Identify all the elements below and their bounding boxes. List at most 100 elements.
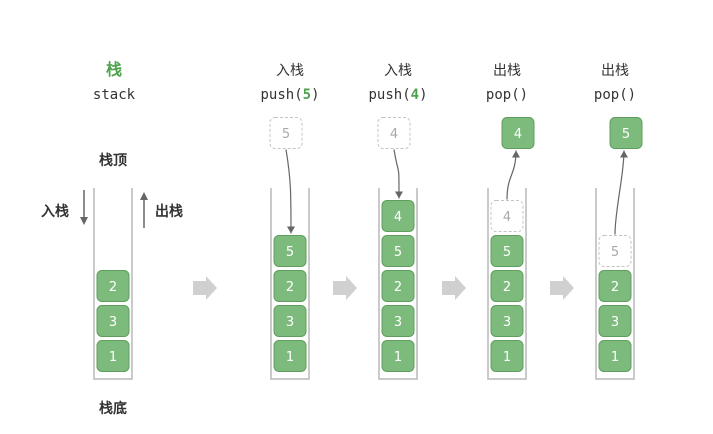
stack-bottom-label: 栈底 bbox=[99, 400, 127, 417]
step-4-item-2-box bbox=[598, 270, 632, 302]
step-4-item-3-value: 3 bbox=[611, 315, 619, 330]
step-1-item-5-box bbox=[273, 235, 307, 267]
step-2-item-1-value: 1 bbox=[394, 350, 402, 365]
step-2-item-3-value: 3 bbox=[394, 315, 402, 330]
step-1-floating-item-box bbox=[269, 117, 303, 149]
step-2-item-1-box bbox=[381, 340, 415, 372]
step-2-floating-item-value: 4 bbox=[390, 127, 398, 142]
step-4-item-1-box bbox=[598, 340, 632, 372]
step-1-item-3: 3 bbox=[273, 305, 307, 337]
call-suffix: ) bbox=[311, 87, 319, 103]
call-prefix: pop( bbox=[486, 87, 520, 103]
step-4-vacated-slot-box bbox=[598, 235, 632, 267]
step-4-pop-arrow-icon bbox=[614, 150, 628, 235]
push-direction-arrow-icon bbox=[80, 190, 88, 225]
call-suffix: ) bbox=[419, 87, 427, 103]
step-2-floating-item-box bbox=[377, 117, 411, 149]
step-4-vacated-slot-value: 5 bbox=[611, 245, 619, 260]
step-3-item-3-box bbox=[490, 305, 524, 337]
step-3: 出栈 pop() 5 2 3 1 4 4 bbox=[486, 63, 535, 380]
step-4-floating-item-box bbox=[609, 117, 643, 149]
call-prefix: push( bbox=[260, 87, 302, 103]
step-4-op-title: 出栈 bbox=[601, 63, 629, 79]
step-2-item-2-value: 2 bbox=[394, 280, 402, 295]
flow-arrow-icon-3 bbox=[442, 276, 466, 300]
operation-steps: 入栈push(5)52315入栈push(4)452314出栈pop()5231… bbox=[260, 63, 643, 380]
step-4-floating-item-value: 5 bbox=[622, 127, 630, 142]
legend-stack-item-2: 2 bbox=[96, 270, 130, 302]
step-4-item-2-value: 2 bbox=[611, 280, 619, 295]
step-1-item-3-box bbox=[273, 305, 307, 337]
step-3-vacated-slot: 4 bbox=[490, 200, 524, 232]
step-2-item-1: 1 bbox=[381, 340, 415, 372]
legend-stack-item-1-value: 1 bbox=[109, 350, 117, 365]
step-3-stack-walls bbox=[487, 188, 527, 380]
step-2-item-4-box bbox=[381, 200, 415, 232]
step-2-item-3: 3 bbox=[381, 305, 415, 337]
step-1-item-2: 2 bbox=[273, 270, 307, 302]
pop-label: 出栈 bbox=[155, 203, 183, 220]
step-3-item-5-value: 5 bbox=[503, 245, 511, 260]
flow-arrow-icon-4 bbox=[550, 276, 574, 300]
legend: 栈 stack 栈顶 栈底 入栈 出栈 231 bbox=[41, 60, 183, 417]
legend-stack-container: 2 3 1 bbox=[93, 188, 133, 380]
step-2-item-5-value: 5 bbox=[394, 245, 402, 260]
step-3-vacated-slot-box bbox=[490, 200, 524, 232]
flow-arrows bbox=[193, 276, 574, 300]
step-4-item-3: 3 bbox=[598, 305, 632, 337]
step-1-item-5-value: 5 bbox=[286, 245, 294, 260]
step-3-item-5-box bbox=[490, 235, 524, 267]
legend-subtitle: stack bbox=[93, 87, 136, 103]
step-1-item-5: 5 bbox=[273, 235, 307, 267]
step-2-push-arrow-icon bbox=[393, 149, 403, 199]
step-2-item-3-box bbox=[381, 305, 415, 337]
step-2-floating-item: 4 bbox=[377, 117, 411, 149]
call-suffix: ) bbox=[520, 87, 528, 103]
step-3-item-1-box bbox=[490, 340, 524, 372]
call-arg: 4 bbox=[411, 87, 419, 103]
step-3-item-3: 3 bbox=[490, 305, 524, 337]
step-1-floating-item-value: 5 bbox=[282, 127, 290, 142]
legend-stack-item-1-box bbox=[96, 340, 130, 372]
step-4-floating-item: 5 bbox=[609, 117, 643, 149]
step-3-item-2: 2 bbox=[490, 270, 524, 302]
step-3-pop-arrow-icon bbox=[506, 150, 520, 200]
step-1-floating-item: 5 bbox=[269, 117, 303, 149]
legend-stack-item-1: 1 bbox=[96, 340, 130, 372]
call-prefix: push( bbox=[368, 87, 410, 103]
step-1-call: push(5) bbox=[260, 87, 319, 103]
step-4-item-1-value: 1 bbox=[611, 350, 619, 365]
step-1-item-2-box bbox=[273, 270, 307, 302]
step-2-op-title: 入栈 bbox=[384, 63, 412, 79]
legend-stack-item-2-value: 2 bbox=[109, 280, 117, 295]
step-3-item-2-value: 2 bbox=[503, 280, 511, 295]
step-3-op-title: 出栈 bbox=[493, 63, 521, 79]
step-3-item-1: 1 bbox=[490, 340, 524, 372]
legend-stack-item-3-box bbox=[96, 305, 130, 337]
legend-title: 栈 bbox=[106, 60, 122, 79]
step-1-item-1: 1 bbox=[273, 340, 307, 372]
push-label: 入栈 bbox=[41, 203, 69, 220]
step-2-call: push(4) bbox=[368, 87, 427, 103]
step-1-stack-walls bbox=[270, 188, 310, 380]
step-2-item-5-box bbox=[381, 235, 415, 267]
step-2-item-4: 4 bbox=[381, 200, 415, 232]
step-1-push-arrow-icon bbox=[285, 149, 295, 234]
step-3-floating-item-value: 4 bbox=[514, 127, 522, 142]
step-4-item-3-box bbox=[598, 305, 632, 337]
step-3-item-3-value: 3 bbox=[503, 315, 511, 330]
step-1-item-1-value: 1 bbox=[286, 350, 294, 365]
legend-stack-item-3: 3 bbox=[96, 305, 130, 337]
flow-arrow-icon-2 bbox=[333, 276, 357, 300]
step-2-item-5: 5 bbox=[381, 235, 415, 267]
step-4-vacated-slot: 5 bbox=[598, 235, 632, 267]
step-2-item-2: 2 bbox=[381, 270, 415, 302]
step-4-stack-walls bbox=[595, 188, 635, 380]
legend-stack-walls bbox=[93, 188, 133, 380]
step-2-item-2-box bbox=[381, 270, 415, 302]
step-3-item-2-box bbox=[490, 270, 524, 302]
